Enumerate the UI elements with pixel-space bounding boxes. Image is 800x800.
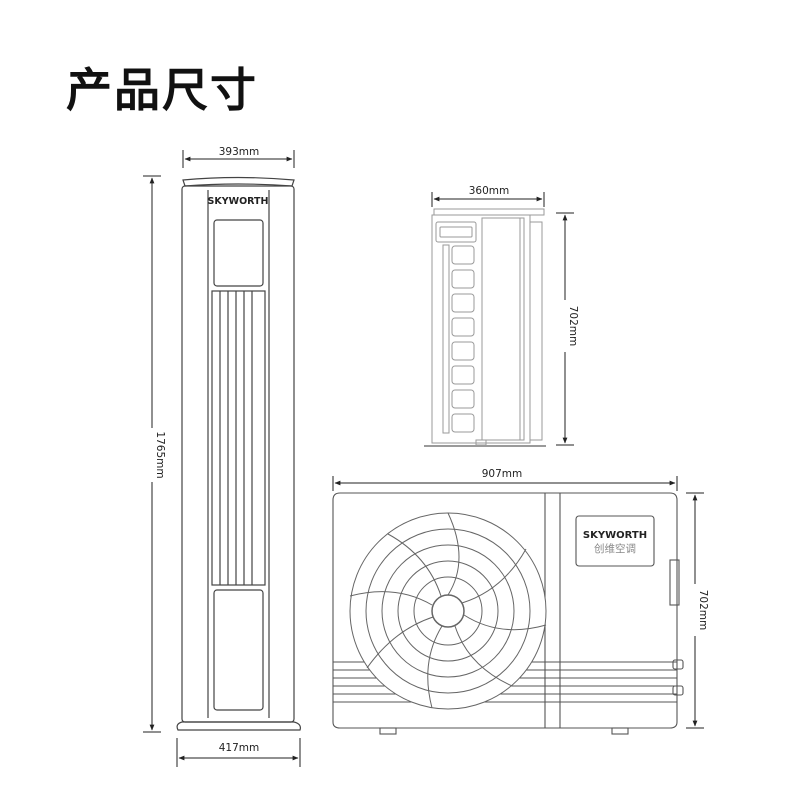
outdoor-side-depth-label: 360mm <box>469 185 510 197</box>
outdoor-brand-logo: SKYWORTH <box>583 530 647 541</box>
indoor-height-dimension <box>143 175 161 733</box>
outdoor-brand-subtitle: 创维空调 <box>594 542 636 555</box>
indoor-unit-drawing <box>176 176 301 731</box>
indoor-brand-logo: SKYWORTH <box>208 196 269 207</box>
outdoor-front-height-dimension <box>686 492 704 729</box>
outdoor-side-view-drawing <box>424 208 546 447</box>
indoor-height-label: 1765mm <box>154 431 166 478</box>
outdoor-side-height-label: 702mm <box>567 306 579 347</box>
indoor-top-width-dimension <box>182 144 295 168</box>
outdoor-side-depth-dimension <box>431 192 545 207</box>
outdoor-front-height-label: 702mm <box>697 590 709 631</box>
indoor-top-width-label: 393mm <box>219 146 260 158</box>
page-title: 产品尺寸 <box>66 63 258 117</box>
fan-grille <box>349 512 547 710</box>
outdoor-front-width-dimension <box>332 476 678 491</box>
outdoor-side-height-dimension <box>556 212 574 446</box>
indoor-base-width-dimension <box>176 738 301 767</box>
outdoor-front-width-label: 907mm <box>482 468 523 480</box>
indoor-base-width-label: 417mm <box>219 742 260 754</box>
